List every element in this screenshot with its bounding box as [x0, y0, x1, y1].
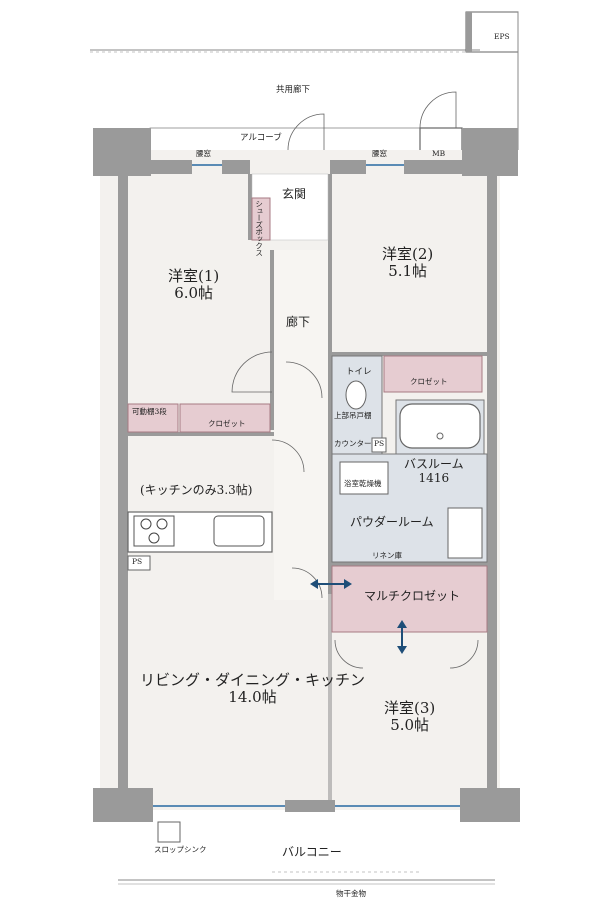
entrance-label: 玄関 — [282, 187, 307, 201]
kitchen-note-label: (キッチンのみ3.3帖) — [140, 483, 253, 497]
alcove-area — [149, 127, 421, 155]
r1-door — [231, 351, 273, 393]
bathroom-name: バスルーム — [404, 457, 464, 471]
ldk-side-door — [291, 567, 323, 599]
toilet-ps — [371, 437, 387, 453]
wall-bottom-right-pillar — [460, 788, 520, 822]
wall-entrance-right — [328, 174, 332, 594]
ps-kitchen-box — [127, 555, 151, 571]
balcony-label: バルコニー — [282, 845, 342, 859]
burner-2 — [156, 518, 168, 530]
toilet-label: トイレ — [346, 367, 372, 377]
wall-r2-bottom — [332, 352, 487, 356]
bathroom-label: バスルーム 1416 — [404, 457, 464, 486]
western1-label: 洋室(1) 6.0帖 — [168, 267, 220, 303]
movable-shelf — [127, 403, 179, 433]
wall-r1-right — [270, 250, 274, 430]
wall-bottom-center — [285, 800, 335, 812]
washbasin — [339, 461, 389, 495]
slop-sink-box — [157, 821, 181, 843]
kitchen-sink — [213, 515, 265, 547]
shoe-box — [251, 197, 271, 241]
closet-r2 — [383, 355, 483, 393]
window1-label: 腰窓 — [196, 149, 211, 158]
bathroom-size: 1416 — [418, 470, 450, 485]
mb-label: MB — [432, 149, 446, 158]
wall-right — [487, 176, 497, 788]
western3-size: 5.0帖 — [390, 716, 430, 735]
bath-drain — [436, 432, 444, 440]
window2-label: 腰窓 — [372, 149, 387, 158]
western1-name: 洋室(1) — [168, 267, 220, 285]
toilet-shelf-label: 上部吊戸棚 — [334, 411, 372, 420]
wall-top-right-pillar — [462, 128, 518, 176]
powder-label: パウダールーム — [350, 515, 434, 529]
burner-1 — [140, 518, 152, 530]
closet-r2-label: クロゼット — [410, 377, 448, 386]
wall-top-mid-2 — [330, 160, 366, 174]
movable-shelf-label: 可動棚3段 — [132, 407, 167, 416]
alcove-label: アルコーブ — [240, 133, 282, 143]
ps-toilet-label: PS — [374, 439, 385, 448]
corridor-label: 共用廊下 — [276, 85, 311, 95]
hallway-label: 廊下 — [286, 315, 311, 329]
wall-bottom-left-pillar — [93, 788, 153, 822]
eps-box — [465, 11, 519, 53]
bathtub — [399, 403, 481, 449]
ldk-size: 14.0帖 — [228, 688, 277, 707]
burner-3 — [148, 532, 160, 544]
arrow-h-right — [344, 579, 352, 589]
linen-label: リネン庫 — [372, 551, 402, 560]
ps-kitchen-label: PS — [132, 557, 143, 566]
multi-closet-box — [331, 565, 488, 633]
wall-top-left — [150, 160, 192, 174]
hallway-floor — [274, 250, 328, 600]
mb-door-swing — [419, 91, 457, 129]
western2-size: 5.1帖 — [388, 262, 428, 281]
wall-entrance-left — [248, 174, 252, 240]
wall-top-mid — [222, 160, 250, 174]
wall-ldk-right — [328, 594, 332, 800]
entrance-door — [287, 113, 325, 151]
wall-r1-bottom — [128, 432, 274, 436]
stove — [133, 515, 175, 547]
laundry-rack-label: 物干金物 — [336, 889, 366, 898]
wall-top-right — [404, 160, 462, 174]
toilet-bowl — [345, 380, 367, 410]
r3-door-2 — [449, 639, 479, 669]
closet-r1-label: クロゼット — [208, 419, 246, 428]
arrow-h-left — [310, 579, 318, 589]
toilet-counter-label: カウンター — [334, 439, 372, 448]
western1-size: 6.0帖 — [174, 284, 214, 303]
hall-door — [285, 361, 323, 399]
western2-name: 洋室(2) — [382, 245, 434, 263]
wall-wet-bottom — [332, 562, 487, 566]
western3-label: 洋室(3) 5.0帖 — [384, 699, 436, 735]
closet-r1 — [179, 403, 271, 433]
r3-door — [334, 639, 364, 669]
wall-top-left-pillar — [93, 128, 151, 176]
wall-left — [118, 176, 128, 788]
ldk-door — [271, 439, 305, 473]
ldk-label: リビング・ダイニング・キッチン 14.0帖 — [140, 671, 366, 707]
dryer-label: 浴室乾燥機 — [344, 479, 382, 488]
washing-machine — [447, 507, 483, 559]
arrow-v-bottom — [397, 646, 407, 654]
western3-name: 洋室(3) — [384, 699, 436, 717]
multi-closet-label: マルチクロゼット — [364, 589, 461, 603]
eps-label: EPS — [494, 32, 510, 41]
western2-label: 洋室(2) 5.1帖 — [382, 245, 434, 281]
slop-sink-label: スロップシンク — [154, 845, 207, 854]
eps-wall — [466, 12, 472, 52]
ldk-name: リビング・ダイニング・キッチン — [140, 671, 366, 689]
arrow-v-top — [397, 620, 407, 628]
shoe-box-label: シューズボックス — [254, 200, 264, 256]
